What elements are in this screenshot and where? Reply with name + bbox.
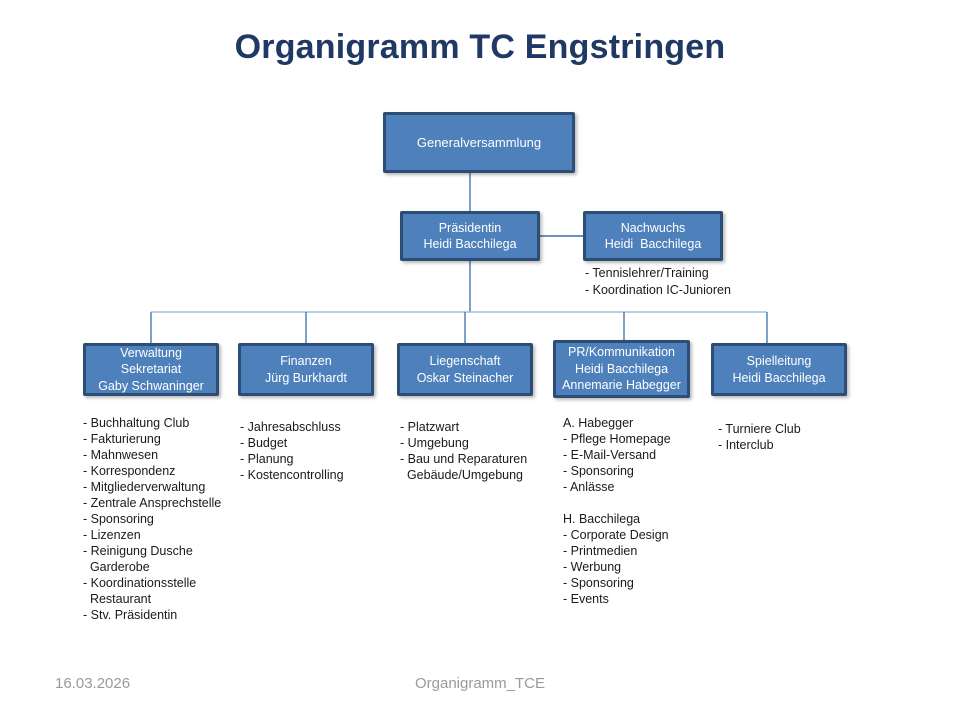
org-box-pr-kommunikation: PR/Kommunikation Heidi Bacchilega Annema… [553,340,690,398]
task-list-verwaltung: - Buchhaltung Club - Fakturierung - Mahn… [83,416,222,622]
task-list-liegenschaft: - Platzwart - Umgebung - Bau und Reparat… [400,420,528,482]
org-box-generalversammlung: Generalversammlung [383,112,575,173]
task-list-nachwuchs: - Tennislehrer/Training - Koordination I… [585,266,731,297]
org-box-spielleitung: Spielleitung Heidi Bacchilega [711,343,847,396]
page-title: Organigramm TC Engstringen [234,28,726,66]
footer-filename: Organigramm_TCE [414,675,546,692]
org-box-nachwuchs: Nachwuchs Heidi Bacchilega [583,211,723,261]
task-list-finanzen: - Jahresabschluss - Budget - Planung - K… [240,420,344,482]
org-box-finanzen: Finanzen Jürg Burkhardt [238,343,374,396]
org-box-praesidentin: Präsidentin Heidi Bacchilega [400,211,540,261]
org-box-liegenschaft: Liegenschaft Oskar Steinacher [397,343,533,396]
task-list-spielleitung: - Turniere Club - Interclub [718,422,801,452]
footer-date: 16.03.2026 [55,675,131,692]
task-list-pr-kommunikation: A. Habegger - Pflege Homepage - E-Mail-V… [563,416,671,606]
org-box-verwaltung: Verwaltung Sekretariat Gaby Schwaninger [83,343,219,396]
